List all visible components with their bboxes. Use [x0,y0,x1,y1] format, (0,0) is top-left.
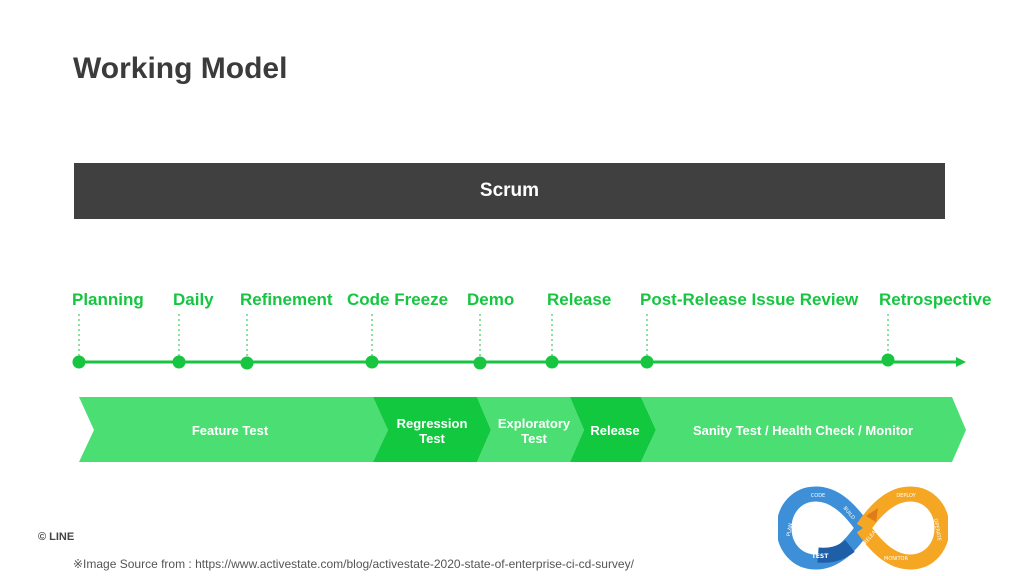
loop-label-monitor: MONITOR [884,556,908,562]
phase-feature-test [79,397,388,462]
milestone-code-freeze-label: Code Freeze [347,290,449,309]
phase-exploratory-test [477,397,584,462]
phase-release-label: Release [590,423,640,438]
milestone-dot [881,353,895,367]
scrum-bar: Scrum [74,163,945,219]
footer-logo: © LINE [38,531,75,543]
scrum-label: Scrum [479,180,540,201]
milestone-planning-label: Planning [72,290,144,309]
milestone-post-release-label: Post-Release Issue Review [640,290,859,309]
loop-label-deploy: DEPLOY [896,493,916,499]
phase-regression-test-label: Regression Test [396,416,468,446]
timeline-arrowhead [956,357,966,367]
milestone-dot [640,355,654,369]
phase-regression-test [373,397,491,462]
milestone-retrospective-label: Retrospective [879,290,992,309]
milestone-dot [365,355,379,369]
milestone-refinement-label: Refinement [240,290,333,309]
milestone-demo-label: Demo [467,290,515,309]
phase-exploratory-test-label: Exploratory Test [497,416,571,446]
loop-label-test: TEST [812,553,830,560]
image-source-note: ※Image Source from : https://www.actives… [73,557,634,571]
milestone-dot [172,355,186,369]
phase-feature-test-label: Feature Test [191,423,269,438]
loop-label-operate: OPERATE [932,518,942,541]
loop-label-code: CODE [811,493,825,499]
milestone-daily-label: Daily [173,290,214,309]
page-title: Working Model [73,52,288,85]
loop-label-plan: PLAN [786,523,794,537]
phase-release [570,397,656,462]
phase-sanity-test-label: Sanity Test / Health Check / Monitor [692,423,914,438]
milestone-dot [545,355,559,369]
phase-sanity-test [641,397,966,462]
milestone-dot [72,355,86,369]
devops-infinity-loop-image: PLAN CODE BUILD TEST RELEASE DEPLOY OPER… [778,486,948,570]
milestone-dot [473,356,487,370]
milestone-release-label: Release [547,290,612,309]
milestone-dot [240,356,254,370]
